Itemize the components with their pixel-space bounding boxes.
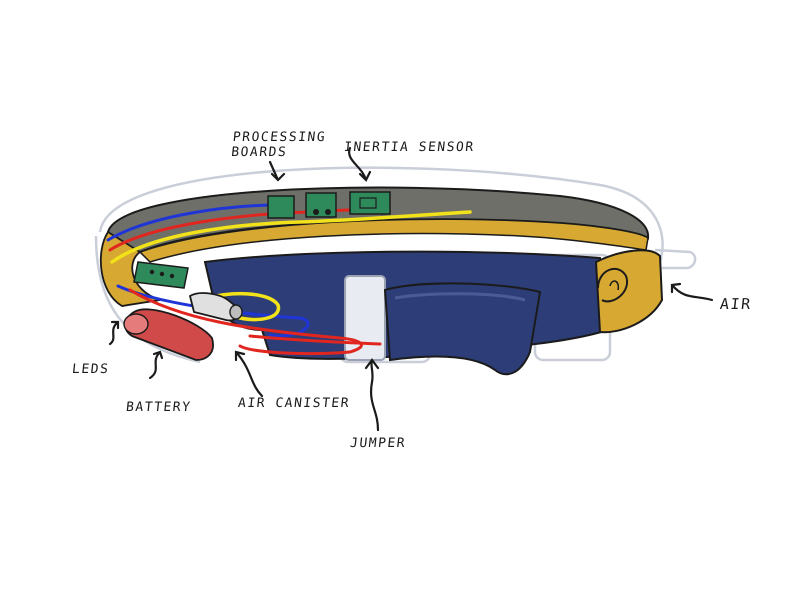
board-2 bbox=[306, 193, 336, 217]
arrow-canister bbox=[236, 352, 262, 396]
label-battery: BATTERY bbox=[125, 400, 192, 415]
label-leds: LEDS bbox=[71, 362, 110, 377]
led-board bbox=[134, 262, 188, 288]
label-air-canister: AIR CANISTER bbox=[237, 396, 350, 411]
arrow-jumper bbox=[366, 360, 378, 430]
label-processing-boards: PROCESSING BOARDS bbox=[230, 130, 326, 160]
arrow-battery bbox=[150, 352, 162, 378]
label-inertia-sensor: INERTIA SENSOR bbox=[343, 140, 475, 155]
arrow-leds bbox=[110, 322, 118, 344]
label-air: AIR bbox=[719, 297, 752, 312]
inertia-sensor-chip bbox=[350, 192, 390, 214]
arrow-air bbox=[672, 284, 712, 300]
jumper-gap bbox=[345, 276, 385, 360]
air-bladder-end bbox=[596, 250, 662, 332]
label-jumper: JUMPER bbox=[349, 436, 407, 451]
board-1 bbox=[268, 196, 294, 218]
